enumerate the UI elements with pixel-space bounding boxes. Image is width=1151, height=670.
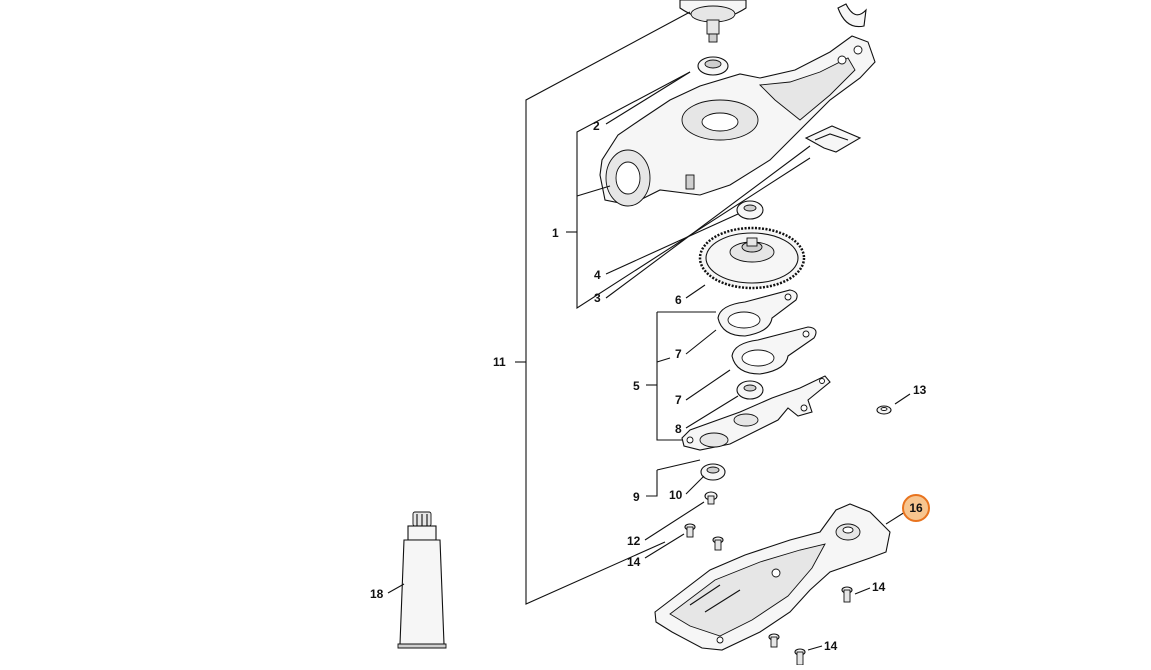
housing-fragment-top-right <box>837 3 867 28</box>
callout-13[interactable]: 13 <box>913 383 927 397</box>
screw-part <box>794 648 806 666</box>
callout-14-bottom[interactable]: 14 <box>824 639 838 653</box>
cam-disc-part <box>731 326 817 375</box>
gear-housing-part <box>599 35 876 207</box>
cam-disc-part <box>717 289 798 337</box>
callout-12[interactable]: 12 <box>627 534 641 548</box>
callout-5[interactable]: 5 <box>633 379 640 393</box>
callout-14-left[interactable]: 14 <box>627 555 641 569</box>
callout-16-label: 16 <box>909 501 923 515</box>
callout-1[interactable]: 1 <box>552 226 559 240</box>
callout-8[interactable]: 8 <box>675 422 682 436</box>
highlight-circle <box>902 494 930 522</box>
screw-part <box>841 586 853 603</box>
callout-16-highlighted[interactable]: 16 <box>902 494 930 522</box>
gasket-part <box>804 125 862 153</box>
callout-labels: 2 1 4 3 6 7 11 5 7 8 13 9 10 12 14 14 14… <box>370 119 930 653</box>
seal-ring-part <box>697 56 729 76</box>
callout-7-upper[interactable]: 7 <box>675 347 682 361</box>
washer-part <box>876 405 892 415</box>
callout-14-right[interactable]: 14 <box>872 580 886 594</box>
leader-lines <box>387 11 911 651</box>
callout-18[interactable]: 18 <box>370 587 384 601</box>
bearing-part <box>736 380 764 400</box>
callout-11[interactable]: 11 <box>493 355 506 369</box>
shaft-seal-part <box>700 463 726 481</box>
callout-2[interactable]: 2 <box>593 119 600 133</box>
callout-3[interactable]: 3 <box>594 291 601 305</box>
gear-cover-part <box>654 503 891 651</box>
screw-part <box>704 491 718 505</box>
callout-10[interactable]: 10 <box>669 488 683 502</box>
callout-6[interactable]: 6 <box>675 293 682 307</box>
guide-plate-part <box>681 375 831 451</box>
callout-7-lower[interactable]: 7 <box>675 393 682 407</box>
motor-drive-part <box>679 0 747 43</box>
screw-part <box>684 523 696 538</box>
bearing-part <box>736 200 764 220</box>
screw-part <box>768 633 780 648</box>
grease-tube-part <box>397 511 447 649</box>
screw-part <box>712 536 724 551</box>
callout-4[interactable]: 4 <box>594 268 601 282</box>
large-gear-part <box>698 226 806 290</box>
callout-9[interactable]: 9 <box>633 490 640 504</box>
